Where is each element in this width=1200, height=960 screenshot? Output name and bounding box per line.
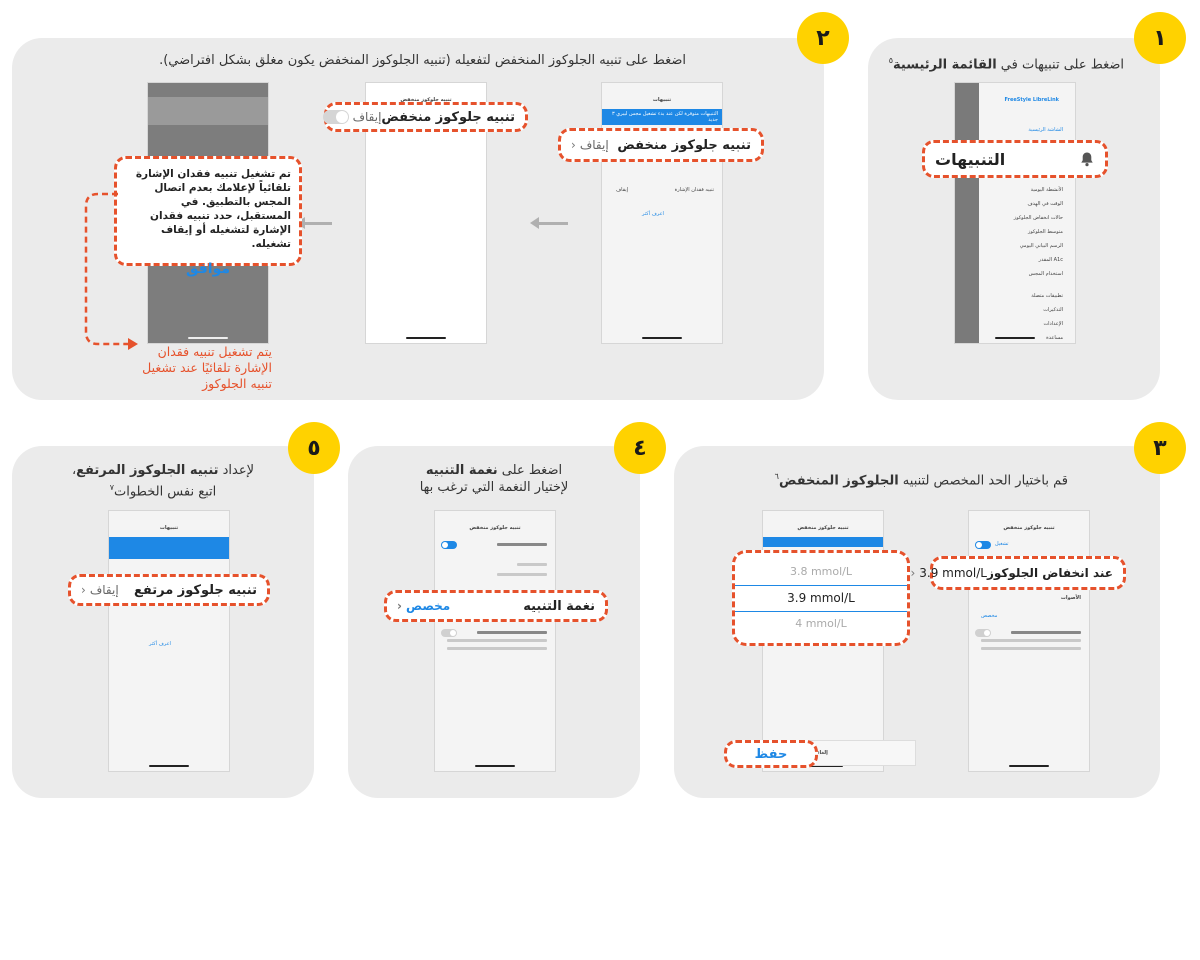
glucose-threshold-callout[interactable]: عند انخفاض الجلوكوز 3.9 mmol/L‹ — [910, 556, 1126, 590]
toggle-switch-off[interactable] — [441, 629, 457, 637]
on-label: تشغيل — [995, 541, 1009, 547]
alarm-tone-value: مخصص‹ — [397, 599, 451, 613]
availability-banner — [109, 537, 229, 559]
step-1-phone: FreeStyle LibreLink الشاشة الرئيسية الأن… — [954, 82, 1076, 344]
step-1-title: اضغط على تنبيهات في القائمة الرئيسية٥ — [888, 56, 1124, 73]
chevron-left-icon: ‹ — [397, 599, 402, 613]
home-indicator — [188, 337, 228, 339]
chevron-left-icon: ‹ — [81, 583, 86, 597]
custom-label: مخصص — [981, 613, 998, 619]
screen-header: تنبيه جلوكوز منخفض — [1003, 525, 1055, 531]
chevron-left-icon: ‹ — [571, 138, 576, 152]
low-alarm-toggle-label: تنبيه جلوكوز منخفض — [381, 109, 515, 125]
home-indicator — [642, 337, 682, 339]
toggle-switch-on[interactable] — [441, 541, 457, 549]
threshold-picker[interactable]: 3.8 mmol/L 3.9 mmol/L 4 mmol/L — [732, 550, 910, 646]
menu-item[interactable]: تطبيقات متصلة — [1031, 293, 1063, 299]
alarm-tone-callout[interactable]: نغمة التنبيه مخصص‹ — [384, 590, 608, 622]
arrow-left-icon — [296, 217, 332, 229]
menu-item[interactable]: التذكيرات — [1043, 307, 1063, 313]
high-glucose-alarm-value: إيقاف‹ — [81, 583, 119, 597]
chevron-left-icon: ‹ — [910, 566, 916, 580]
picker-option-selected[interactable]: 3.9 mmol/L — [787, 591, 855, 605]
low-glucose-alarm-value: إيقاف‹ — [571, 138, 609, 152]
alarm-tone-label: نغمة التنبيه — [523, 598, 595, 614]
signal-loss-dialog: تم تشغيل تنبيه فقدان الإشارة تلقائياً لإ… — [114, 156, 302, 277]
high-glucose-alarm-label: تنبيه جلوكوز مرتفع — [133, 582, 257, 598]
step-2-badge: ٢ — [797, 12, 849, 64]
low-glucose-alarm-label: تنبيه جلوكوز منخفض — [617, 137, 751, 153]
menu-item[interactable]: الوقت في الهدف — [1027, 201, 1063, 207]
step-2-panel: اضغط على تنبيه الجلوكوز المنخفض لتفعيله … — [12, 12, 849, 400]
dialog-message: تم تشغيل تنبيه فقدان الإشارة تلقائياً لإ… — [135, 168, 291, 250]
picker-option[interactable]: 4 mmol/L — [795, 617, 847, 630]
save-button[interactable]: حفظ — [754, 746, 788, 762]
picker-option[interactable]: 3.8 mmol/L — [789, 565, 853, 578]
learn-more-link[interactable]: اعرف أكثر — [149, 641, 171, 647]
home-indicator — [149, 765, 189, 767]
toggle-switch-off[interactable] — [975, 629, 991, 637]
brand-label: FreeStyle LibreLink — [1004, 97, 1059, 103]
home-indicator — [1009, 765, 1049, 767]
low-alarm-toggle-callout[interactable]: تنبيه جلوكوز منخفض إيقاف — [322, 102, 528, 132]
menu-item[interactable]: A1c المقدر — [1038, 257, 1063, 263]
step-5-panel: لإعداد تنبيه الجلوكوز المرتفع، اتبع نفس … — [12, 422, 340, 798]
picker-banner — [763, 537, 883, 547]
menu-item-home[interactable]: الشاشة الرئيسية — [1028, 127, 1063, 133]
signal-loss-note: يتم تشغيل تنبيه فقدان الإشارة تلقائيًا ع… — [142, 344, 272, 391]
low-glucose-alarm-callout[interactable]: تنبيه جلوكوز منخفض إيقاف‹ — [558, 128, 764, 162]
menu-item[interactable]: استخدام المجس — [1028, 271, 1063, 277]
signal-loss-row[interactable]: تنبيه فقدان الإشارة — [674, 187, 714, 193]
save-button-callout[interactable]: حفظ — [724, 740, 818, 768]
alarms-list-phone: تنبيهات التنبيهات متوفرة لكن عند بدء تشغ… — [601, 82, 723, 344]
step-1-badge: ١ — [1134, 12, 1186, 64]
bell-icon — [1081, 152, 1093, 167]
menu-item[interactable]: حالات انخفاض الجلوكوز — [1013, 215, 1063, 221]
low-alarm-toggle-value: إيقاف — [322, 110, 381, 124]
toggle-switch-on[interactable] — [975, 541, 991, 549]
step-3-badge: ٣ — [1134, 422, 1186, 474]
threshold-value: 3.9 mmol/L‹ — [910, 566, 987, 580]
menu-item[interactable]: الرسم البياني اليومي — [1019, 243, 1063, 249]
step-5-badge: ٥ — [288, 422, 340, 474]
cancel-button[interactable]: إلغاء — [817, 750, 828, 756]
toggle-switch-off[interactable] — [322, 110, 349, 124]
home-indicator — [406, 337, 446, 339]
step-3-title: قم باختيار الحد المخصص لتنبيه الجلوكوز ا… — [774, 472, 1068, 489]
availability-banner: التنبيهات متوفرة لكن عند بدء تشغيل مجس ل… — [602, 109, 722, 125]
home-indicator — [803, 765, 843, 767]
screen-header: تنبيه جلوكوز منخفض — [797, 525, 849, 531]
tone-settings-phone: تنبيه جلوكوز منخفض — [434, 510, 556, 772]
alarms-menu-label: التنبيهات — [935, 149, 1006, 169]
high-alarm-phone: تنبيهات اعرف أكثر — [108, 510, 230, 772]
step-4-title: اضغط على نغمة التنبيه لإختيار النغمة الت… — [419, 463, 569, 495]
step-5-title: لإعداد تنبيه الجلوكوز المرتفع، اتبع نفس … — [71, 463, 255, 500]
step-4-badge: ٤ — [614, 422, 666, 474]
screen-header: تنبيهات — [652, 97, 672, 103]
menu-item[interactable]: الإعدادات — [1043, 321, 1063, 327]
menu-item[interactable]: الأنشطة اليومية — [1030, 187, 1063, 193]
screen-header: تنبيه جلوكوز منخفض — [400, 97, 452, 103]
step-4-panel: اضغط على نغمة التنبيه لإختيار النغمة الت… — [348, 422, 666, 798]
step-2-title: اضغط على تنبيه الجلوكوز المنخفض لتفعيله … — [159, 53, 686, 68]
sounds-label: الأصوات — [1060, 595, 1081, 601]
alarms-menu-callout[interactable]: التنبيهات — [922, 140, 1108, 178]
step-1-panel: اضغط على تنبيهات في القائمة الرئيسية٥ Fr… — [868, 12, 1186, 400]
dashed-connector — [84, 192, 138, 350]
arrow-left-icon — [530, 217, 568, 229]
screen-header: تنبيه جلوكوز منخفض — [469, 525, 521, 531]
dialog-ok-button[interactable]: موافق — [185, 261, 231, 277]
menu-item[interactable]: متوسط الجلوكوز — [1027, 229, 1063, 235]
screen-header: تنبيهات — [159, 525, 179, 531]
step-3-panel: قم باختيار الحد المخصص لتنبيه الجلوكوز ا… — [674, 422, 1186, 798]
home-indicator — [475, 765, 515, 767]
threshold-label: عند انخفاض الجلوكوز — [986, 566, 1113, 580]
learn-more-link[interactable]: اعرف أكثر — [642, 211, 664, 217]
high-glucose-alarm-callout[interactable]: تنبيه جلوكوز مرتفع إيقاف‹ — [68, 574, 270, 606]
home-indicator — [995, 337, 1035, 339]
signal-loss-value: إيقاف — [616, 187, 629, 193]
low-alarm-settings-phone: تنبيه جلوكوز منخفض تشغيل الأصوات مخصص — [968, 510, 1090, 772]
menu-item[interactable]: مساعدة — [1046, 335, 1063, 341]
